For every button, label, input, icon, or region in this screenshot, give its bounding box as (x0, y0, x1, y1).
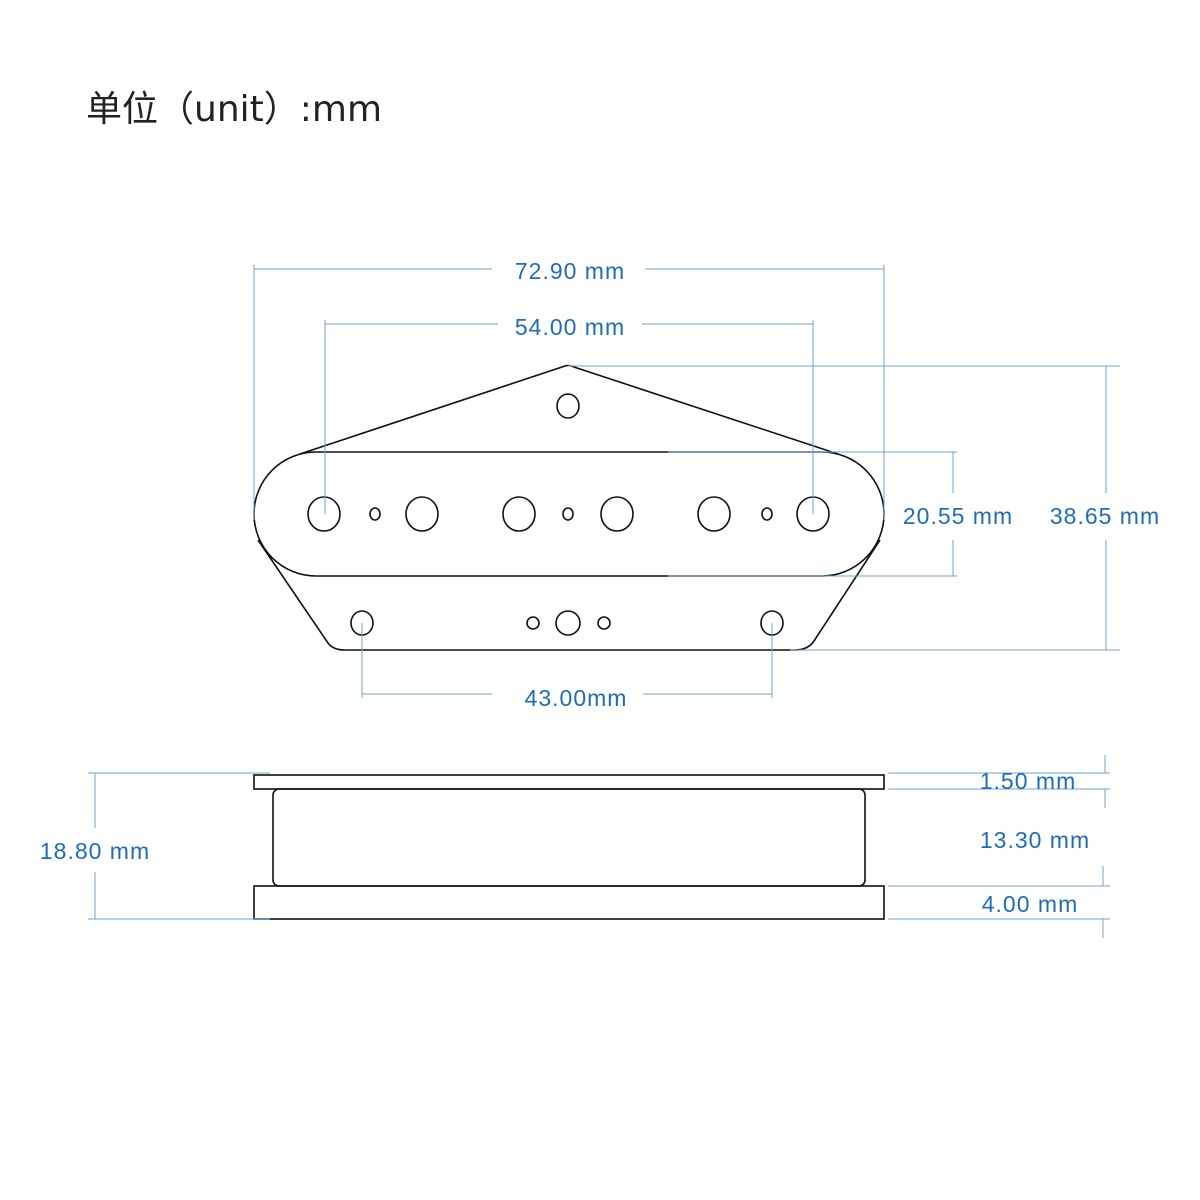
base-plate (253, 885, 885, 920)
total-height-dimension: 18.80 mm (40, 838, 150, 864)
pole-piece (307, 496, 341, 532)
small-hole (369, 507, 381, 521)
unit-title: 单位（unit）:mm (86, 89, 383, 130)
pole-piece (405, 496, 439, 532)
body-dimension: 13.30 mm (980, 827, 1090, 853)
center-hole (555, 610, 581, 636)
pickup-cover-outline (253, 451, 885, 577)
base-dimension: 4.00 mm (982, 891, 1078, 917)
top-mount-hole (556, 393, 580, 419)
top-plate-dimension: 1.50 mm (980, 768, 1076, 794)
cover-height-dimension: 20.55 mm (903, 503, 1013, 529)
small-hole (597, 616, 611, 630)
coil-body (272, 788, 866, 887)
small-hole (526, 616, 540, 630)
pole-piece (502, 496, 536, 532)
top-plate (253, 774, 885, 790)
pole-span-dimension: 54.00 mm (515, 314, 625, 340)
side-view (88, 755, 1110, 938)
top-view (253, 364, 885, 651)
pole-pieces (307, 496, 830, 532)
plate-height-dimension: 38.65 mm (1050, 503, 1160, 529)
width-dimension: 72.90 mm (515, 258, 625, 284)
small-hole (562, 507, 574, 521)
dimension-lines (253, 265, 1120, 698)
small-hole (761, 507, 773, 521)
pole-piece (697, 496, 731, 532)
pole-piece (600, 496, 634, 532)
mount-span-dimension: 43.00mm (525, 685, 628, 711)
